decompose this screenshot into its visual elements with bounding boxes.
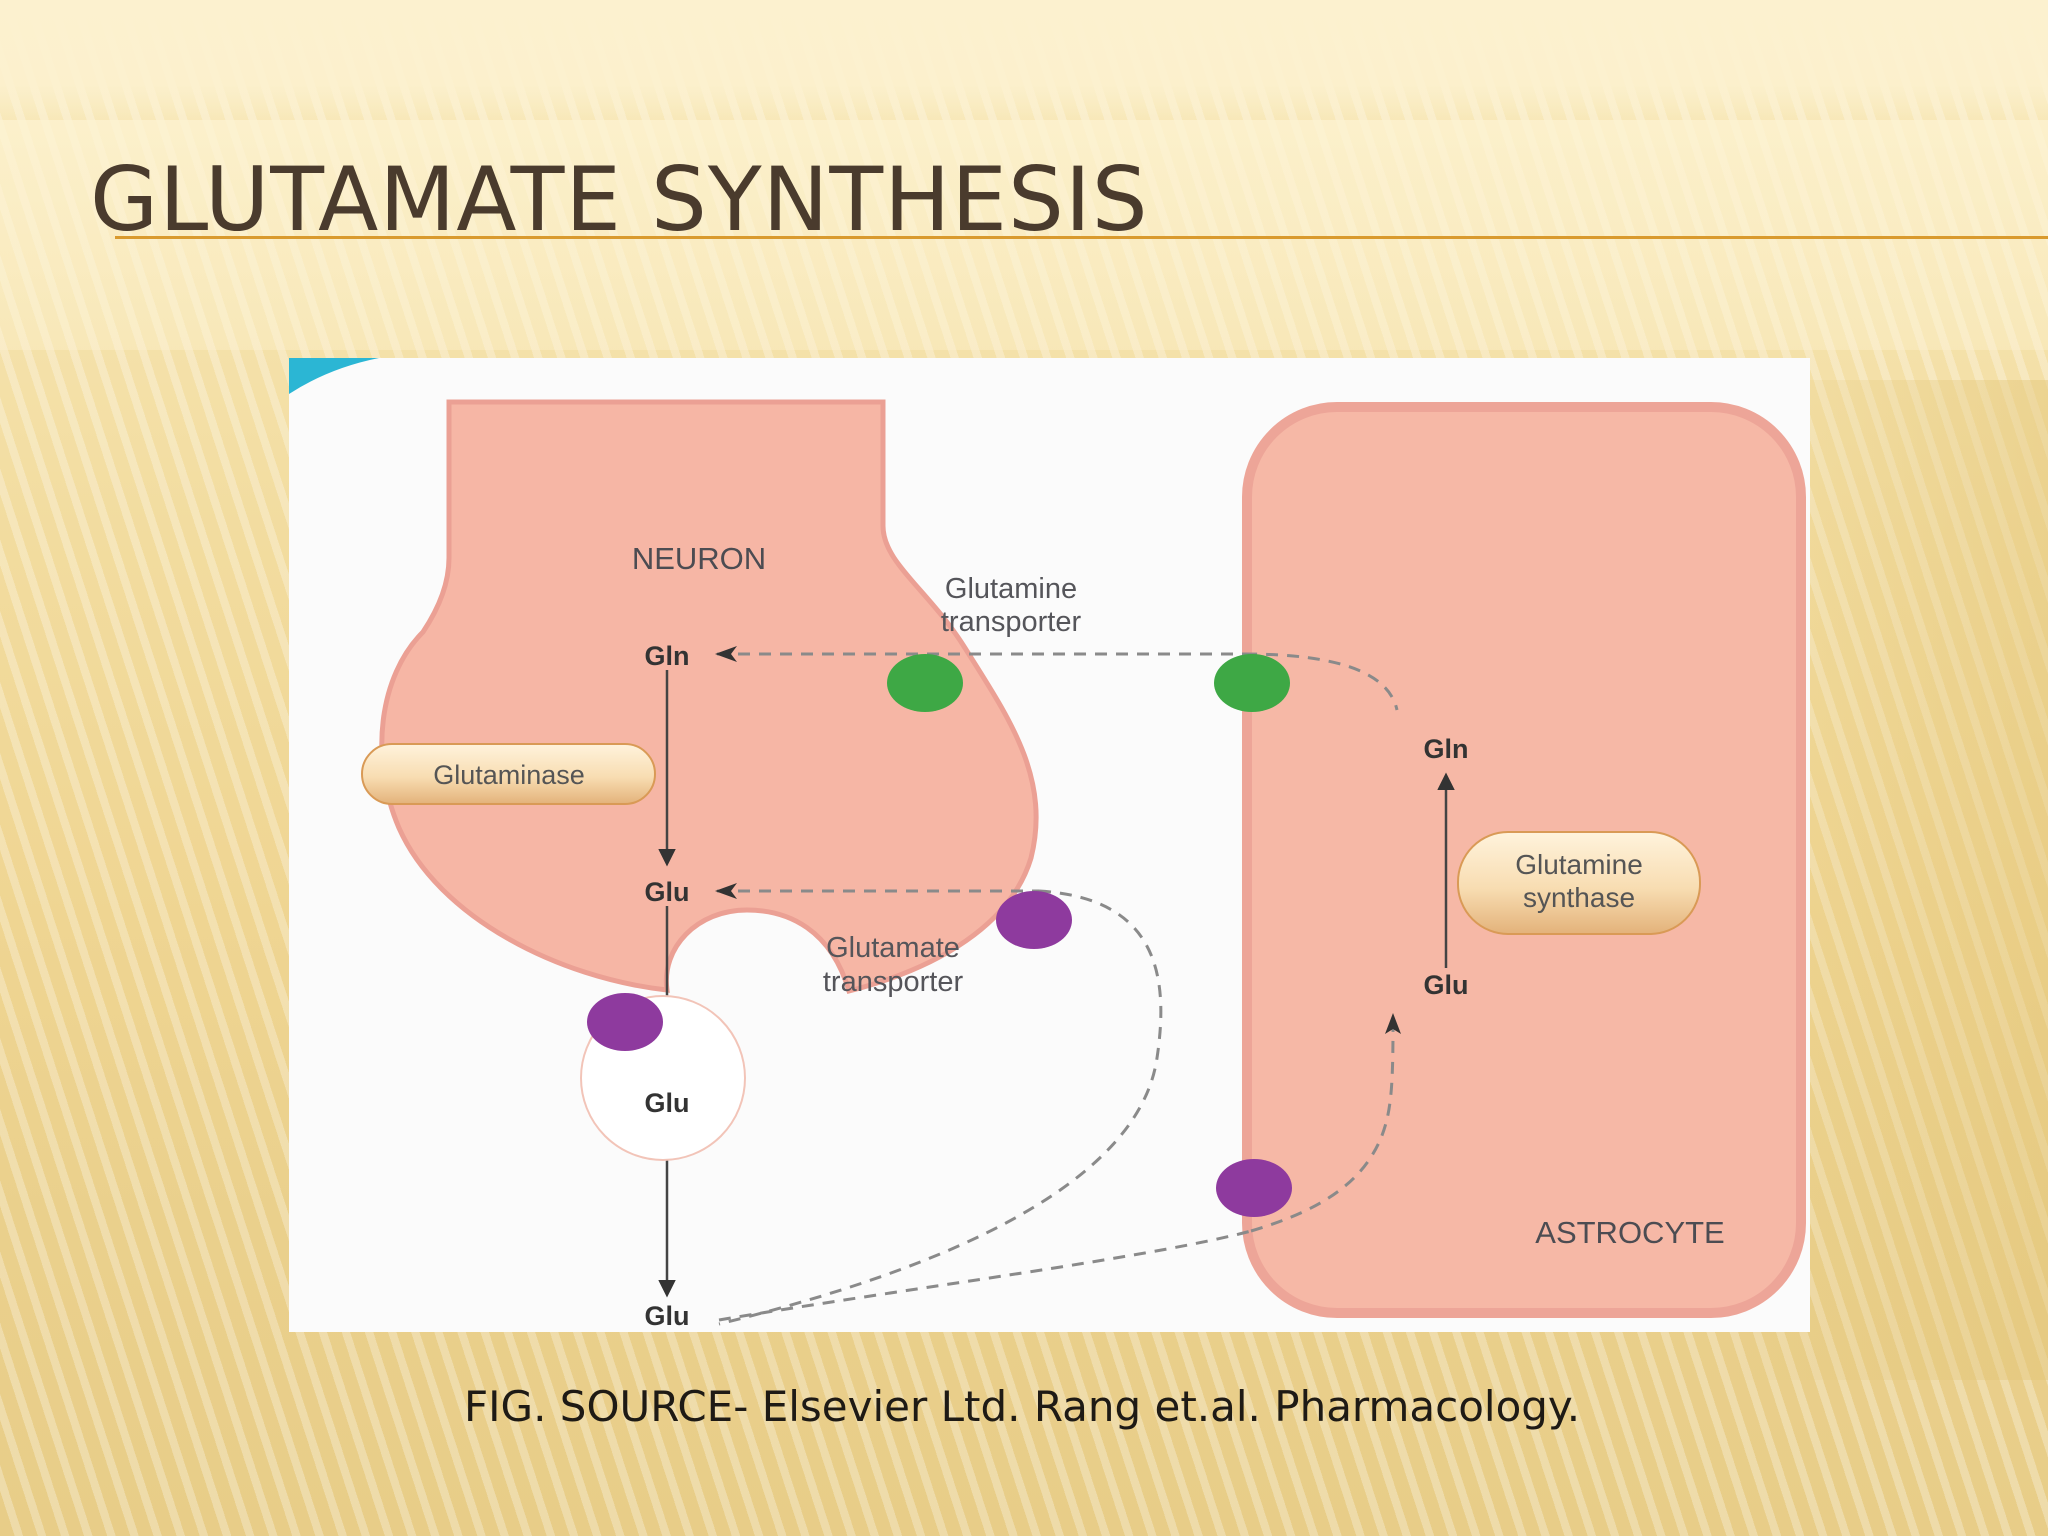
cleft-to-neuron-path xyxy=(718,889,1163,1326)
astrocyte-glu-arrowhead xyxy=(1385,1013,1401,1034)
gln-arrowhead xyxy=(715,646,737,662)
neuron-glu-label: Glu xyxy=(645,877,690,907)
glutamine-synthase-pill xyxy=(1457,831,1701,935)
diagram-canvas: NEURON Glutamine transporter Gln Glutami… xyxy=(289,358,1806,1331)
glutaminase-pill xyxy=(361,743,656,805)
glutamine-transporter-label-line2: transporter xyxy=(941,606,1082,638)
cleft-to-astrocyte-path xyxy=(718,1229,1252,1322)
astrocyte-glutamine-transporter xyxy=(1214,654,1290,712)
header-band xyxy=(0,0,2048,120)
astrocyte-glu-label: Glu xyxy=(1424,970,1469,1000)
astrocyte-gln-path xyxy=(1244,652,1399,711)
astrocyte-label: ASTROCYTE xyxy=(1535,1215,1724,1250)
astrocyte-gln-label: Gln xyxy=(1424,734,1469,764)
vesicle-glu-label: Glu xyxy=(645,1088,690,1118)
title-underline xyxy=(115,236,2048,239)
dashed-pathways xyxy=(717,652,1399,1326)
glutamine-synthase-label-line2: synthase xyxy=(1523,882,1635,913)
neuron-glutamine-transporter xyxy=(887,654,963,712)
neuron-glutamate-transporter xyxy=(996,891,1072,949)
astrocyte-glutamate-transporter xyxy=(1216,1159,1292,1217)
glutamine-transporter-label-line1: Glutamine xyxy=(945,573,1077,605)
figure-caption: FIG. SOURCE- Elsevier Ltd. Rang et.al. P… xyxy=(464,1382,1581,1431)
glutamate-cycle-diagram: NEURON Glutamine transporter Gln Glutami… xyxy=(289,358,1810,1332)
corner-fragment xyxy=(289,358,379,394)
dashed-arrowheads xyxy=(715,646,1401,1034)
glutamate-transporter-label-line2: transporter xyxy=(823,966,964,998)
neuron-label: NEURON xyxy=(632,541,766,576)
background-band xyxy=(0,120,2048,350)
glutamine-synthase-label-line1: Glutamine xyxy=(1515,849,1643,880)
slide-title: GLUTAMATE SYNTHESIS xyxy=(90,148,1149,251)
cleft-glu-label: Glu xyxy=(645,1301,690,1331)
vesicle-glutamate-transporter xyxy=(587,993,663,1051)
neuron-terminal xyxy=(379,399,1039,995)
glutamate-transporter-label-line1: Glutamate xyxy=(826,932,960,964)
glutaminase-label: Glutaminase xyxy=(433,760,585,790)
glu-arrowhead xyxy=(715,883,737,899)
neuron-gln-label: Gln xyxy=(645,641,690,671)
